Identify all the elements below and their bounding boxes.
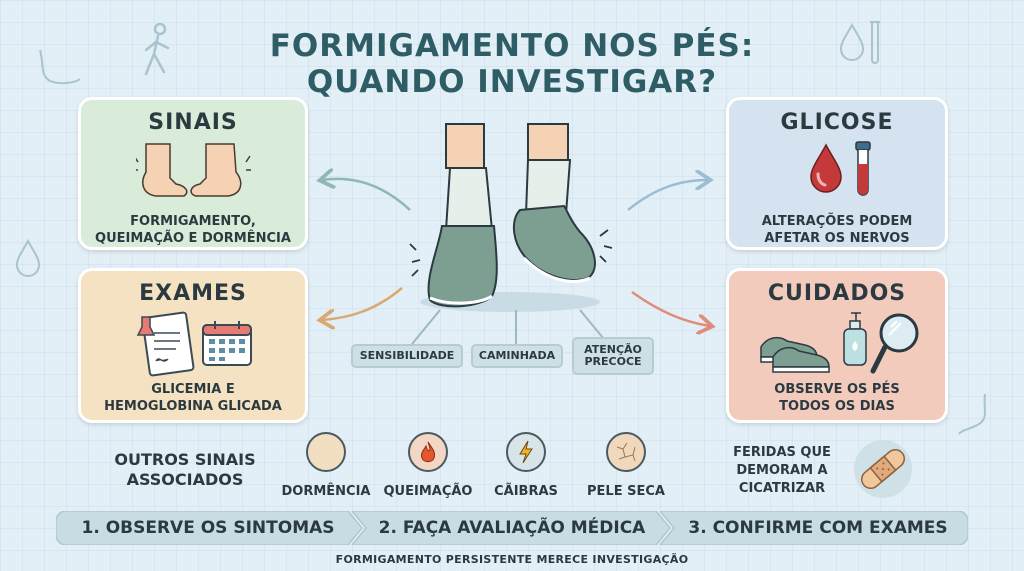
mirror-icon [870,313,919,374]
card-exames-text-2: HEMOGLOBINA GLICADA [104,399,282,414]
symptom-queimacao-label: QUEIMAÇÃO [383,484,473,499]
symptom-dormencia-label: DORMÊNCIA [281,484,371,499]
tag-atencao-line-2: PRECOCE [584,355,642,368]
foot-outline-icon [39,49,81,85]
symptom-caibras: CÃIBRAS [476,432,576,499]
symptom-queimacao: QUEIMAÇÃO [378,432,478,499]
card-sinais-text-2: QUEIMAÇÃO E DORMÊNCIA [95,231,291,246]
title-line-2: QUANDO INVESTIGAR? [306,64,718,100]
step-1: 1. OBSERVE OS SINTOMAS [81,518,335,538]
card-sinais-text-1: FORMIGAMENTO, [130,214,256,229]
card-sinais-title: SINAIS [148,110,238,135]
feridas-line-2: DEMORAM A [736,463,828,478]
card-exames-text-1: GLICEMIA E [151,382,235,397]
card-glicose: GLICOSE ALTERAÇÕES PODEM AFETAR OS NERVO… [726,97,948,250]
dry-skin-icon [606,432,646,472]
water-drop-icon [839,22,865,61]
card-cuidados-text-1: OBSERVE OS PÉS [774,382,900,397]
step-3: 3. CONFIRME COM EXAMES [688,518,948,538]
sneakers-icon [760,336,830,373]
arrow-to-sinais [322,179,411,211]
other-signs-title-2: ASSOCIADOS [126,470,244,489]
steps-bar: 1. OBSERVE OS SINTOMAS 2. FAÇA AVALIAÇÃO… [56,511,968,545]
center-arrows [310,160,720,350]
lightning-icon [506,432,546,472]
card-cuidados-text-2: TODOS OS DIAS [779,399,895,414]
title-line-1: FORMIGAMENTO NOS PÉS: [269,28,755,64]
walking-person-icon [144,22,170,76]
bare-feet-icon [136,143,251,197]
lotion-bottle-icon [843,312,867,366]
arrow-to-cuidados [631,290,710,326]
other-signs-title-1: OUTROS SINAIS [114,450,256,469]
symptom-dormencia: DORMÊNCIA [276,432,376,499]
page-title: FORMIGAMENTO NOS PÉS: QUANDO INVESTIGAR? [250,28,774,100]
bandage-icon [854,440,912,498]
feet-in-shoes-illustration [409,123,613,312]
card-sinais: SINAIS FORMIGAMENTO, QUEIMAÇÃO E DORMÊNC… [78,97,308,250]
symptom-pele-seca-label: PELE SECA [587,484,665,499]
card-exames: EXAMES GLICEMIA E HEMOGLOBINA GLICADA [78,268,308,423]
blood-drop-icon [810,143,842,193]
water-drop-icon-left [15,238,41,277]
lab-report-icon [136,311,195,377]
tag-atencao-precoce: ATENÇÃO PRECOCE [572,337,654,375]
card-glicose-text-1: ALTERAÇÕES PODEM [761,214,913,229]
feridas-line-1: FERIDAS QUE [733,445,831,460]
numbness-icon [306,432,346,472]
footer-text: FORMIGAMENTO PERSISTENTE MERECE INVESTIG… [335,553,689,566]
card-glicose-title: GLICOSE [780,110,894,135]
foot-outline-icon-right [958,393,986,435]
symptom-pele-seca: PELE SECA [576,432,676,499]
card-glicose-text-2: AFETAR OS NERVOS [764,231,910,246]
feridas-text: FERIDAS QUE DEMORAM A CICATRIZAR [722,444,842,498]
calendar-icon [202,321,252,366]
tag-atencao-line-1: ATENÇÃO [584,343,642,356]
arrow-to-glicose [627,180,708,211]
tag-sensibilidade: SENSIBILIDADE [351,344,463,368]
test-tube-outline-icon [870,21,880,64]
step-2: 2. FAÇA AVALIAÇÃO MÉDICA [378,518,646,538]
other-signs-title: OUTROS SINAIS ASSOCIADOS [100,450,270,490]
arrow-to-exames [322,287,403,320]
tag-caminhada: CAMINHADA [471,344,563,368]
card-cuidados-title: CUIDADOS [767,281,907,306]
test-tube-icon [855,141,871,196]
flame-icon [408,432,448,472]
card-exames-title: EXAMES [139,281,247,306]
feridas-line-3: CICATRIZAR [738,481,826,496]
symptom-caibras-label: CÃIBRAS [494,484,558,499]
card-cuidados: CUIDADOS OBSERVE OS PÉS TODOS OS DIAS [726,268,948,423]
